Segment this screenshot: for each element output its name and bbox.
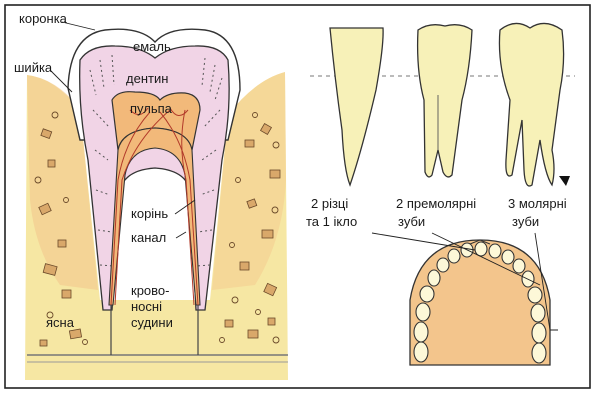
label-molars-line2: зуби bbox=[512, 214, 539, 230]
incisor-tooth bbox=[330, 28, 383, 185]
label-canal: канал bbox=[131, 231, 166, 245]
label-crown: коронка bbox=[19, 12, 67, 26]
dental-arch bbox=[372, 233, 558, 365]
premolar-tooth bbox=[418, 25, 472, 177]
label-blood-vessels-3: судини bbox=[131, 315, 173, 331]
label-incisors-line2: та 1 ікло bbox=[306, 214, 357, 230]
label-dentin: дентин bbox=[126, 72, 168, 86]
label-neck: шийка bbox=[14, 61, 52, 75]
molar-tooth bbox=[499, 23, 563, 186]
label-enamel: емаль bbox=[133, 40, 171, 54]
molar-root-tip bbox=[559, 176, 570, 186]
label-premolars-line2: зуби bbox=[398, 214, 425, 230]
label-blood-vessels-1: крово- bbox=[131, 283, 169, 299]
arch-gum bbox=[410, 240, 550, 365]
label-incisors-line1: 2 різці bbox=[311, 196, 348, 212]
label-gum: ясна bbox=[46, 316, 74, 330]
label-blood-vessels-2: носні bbox=[131, 299, 162, 315]
tooth-types bbox=[310, 23, 575, 186]
label-molars-line1: 3 молярні bbox=[508, 196, 567, 212]
label-root: корінь bbox=[131, 207, 168, 221]
label-premolars-line1: 2 премолярні bbox=[396, 196, 476, 212]
label-pulp: пульпа bbox=[130, 102, 172, 116]
